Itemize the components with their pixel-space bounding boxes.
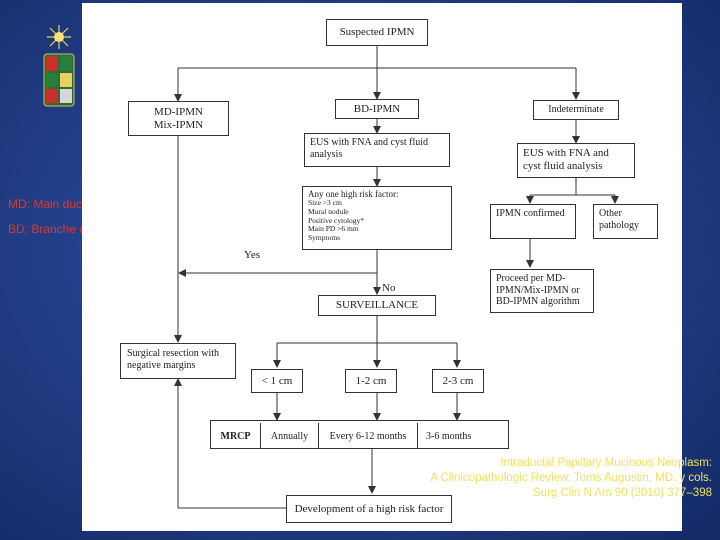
citation-line3: Surg Clin N Am 90 (2010) 377–398 [533, 487, 712, 499]
node-surgical-resection: Surgical resection with negative margins [120, 343, 236, 379]
node-eus-indeterminate: EUS with FNA and cyst fluid analysis [517, 143, 635, 178]
node-md-ipmn-line2: Mix-IPMN [153, 118, 204, 131]
university-crest-logo [37, 22, 81, 110]
node-size-lt1: < 1 cm [251, 369, 303, 393]
cell-annually: Annually [261, 423, 319, 449]
note-branch-duct: BD: Branche duct [8, 222, 103, 236]
node-risk-factors: Any one high risk factor: Size >3 cm Mur… [302, 186, 452, 250]
node-bd-ipmn: BD-IPMN [335, 99, 419, 119]
risk-item: Mural nodule [308, 206, 349, 216]
node-size-2-3: 2-3 cm [432, 369, 484, 393]
note-main-duct: MD: Main duct [8, 197, 86, 211]
flowchart-panel: Suspected IPMN MD-IPMN Mix-IPMN BD-IPMN … [82, 3, 682, 531]
edge-label-yes: Yes [244, 249, 261, 261]
citation: Intraductal Papillary Mucinous Neoplasm:… [430, 456, 712, 501]
node-size-1-2: 1-2 cm [345, 369, 397, 393]
risk-title: Any one high risk factor: [308, 189, 399, 199]
node-eus-bd: EUS with FNA and cyst fluid analysis [304, 133, 450, 167]
citation-line1: Intraductal Papillary Mucinous Neoplasm: [500, 457, 712, 469]
risk-item: Size >3 cm [308, 198, 342, 208]
node-surveillance: SURVEILLANCE [318, 295, 436, 316]
node-md-ipmn-line1: MD-IPMN [154, 105, 203, 118]
edge-label-no: No [382, 282, 396, 294]
cell-every-3-6: 3-6 months [426, 430, 472, 442]
node-suspected-ipmn: Suspected IPMN [326, 19, 428, 46]
node-other-pathology: Other pathology [593, 204, 658, 239]
node-md-ipmn: MD-IPMN Mix-IPMN [128, 101, 229, 136]
cell-mrcp: MRCP [211, 423, 261, 449]
cell-every-6-12: Every 6-12 months [319, 423, 418, 449]
flowchart-connectors [174, 46, 619, 509]
node-development-high-risk: Development of a high risk factor [286, 495, 452, 523]
node-indeterminate: Indeterminate [533, 100, 619, 120]
risk-item: Symptoms [308, 232, 341, 242]
node-mrcp-row [210, 420, 509, 449]
risk-item: Main PD >6 mm [308, 224, 359, 234]
node-ipmn-confirmed: IPMN confirmed [490, 204, 576, 239]
citation-line2: A Clinicopathologic Review. Toms Augusti… [430, 472, 712, 484]
node-proceed-algorithm: Proceed per MD-IPMN/Mix-IPMN or BD-IPMN … [490, 269, 594, 313]
risk-item: Positive cytology* [308, 215, 365, 225]
